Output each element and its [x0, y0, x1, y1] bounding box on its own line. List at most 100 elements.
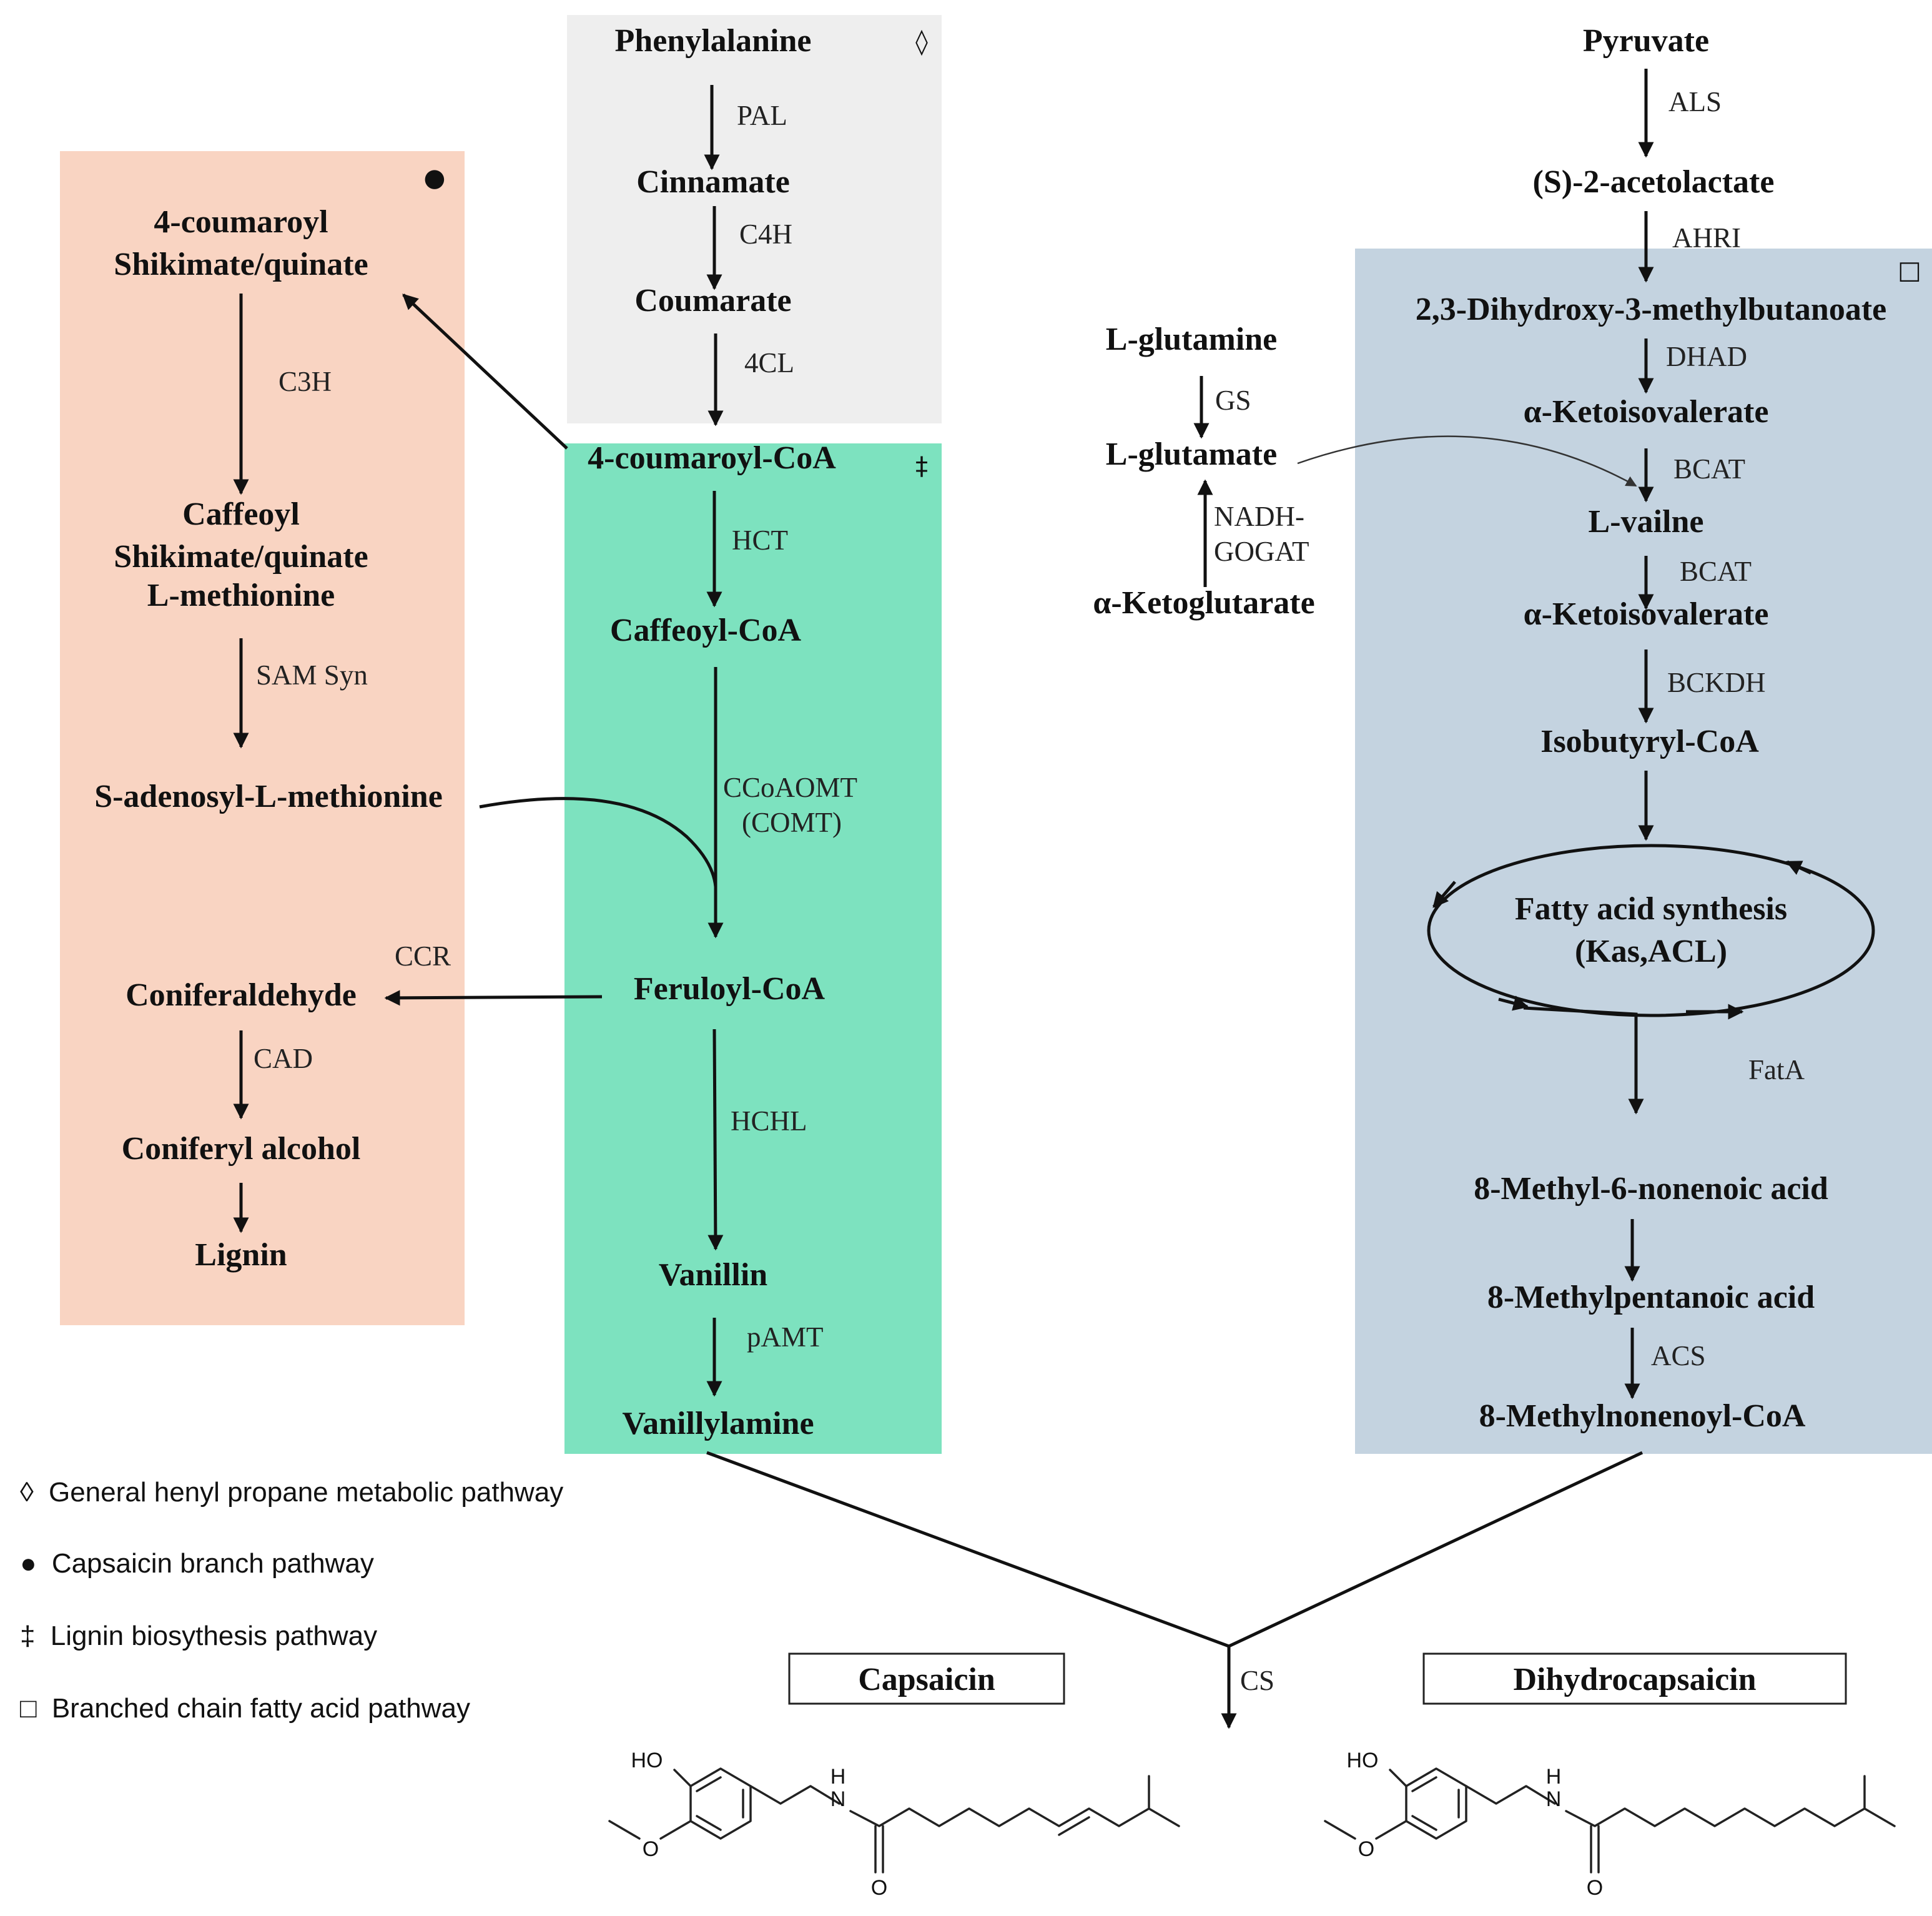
capsaicin-atom-ho: HO [631, 1749, 663, 1772]
capsaicin-methyl-bond [608, 1820, 641, 1840]
dihydrocapsaicin-benzene-ring [1405, 1767, 1467, 1840]
capsaicin-atom-n: N [830, 1787, 846, 1811]
compound-4-coumaroyl-shikimate-line2: Shikimate/quinate [114, 247, 368, 282]
enzyme-ahri: AHRI [1672, 222, 1741, 254]
lignin-pathway-symbol: ‡ [915, 452, 928, 481]
legend-item-lignin: ‡ Lignin biosythesis pathway [20, 1621, 377, 1651]
compound-s-adenosyl-l-methionine: S-adenosyl-L-methionine [94, 779, 443, 814]
dihydrocapsaicin-methyl-bond [1324, 1820, 1356, 1840]
enzyme-sam-syn: SAM Syn [256, 659, 368, 691]
compound-vanillin: Vanillin [659, 1257, 767, 1293]
compound-isobutyryl-coa: Isobutyryl-CoA [1540, 724, 1759, 759]
enzyme-pamt: pAMT [747, 1321, 824, 1353]
capsaicin-hydroxyl-bond [673, 1769, 692, 1787]
product-capsaicin-label: Capsaicin [858, 1662, 995, 1697]
arrow-fas-to-nonenoic-acid [1523, 1006, 1644, 1115]
dihydrocapsaicin-ether-bond [1375, 1820, 1407, 1840]
line-nonenoyl-coa-to-cs [1228, 1451, 1644, 1648]
compound-caffeoyl-shikimate-line1: Caffeoyl [182, 496, 300, 532]
compound-ketoglutarate: α-Ketoglutarate [1093, 585, 1314, 621]
enzyme-hct: HCT [732, 525, 788, 556]
enzyme-gs: GS [1215, 385, 1251, 416]
legend-item-bcfa: □ Branched chain fatty acid pathway [20, 1693, 470, 1724]
dihydrocapsaicin-atom-o-ether: O [1358, 1837, 1374, 1861]
general-pathway-box [567, 15, 942, 423]
compound-l-methionine: L-methionine [147, 578, 335, 613]
fas-cycle-arrowhead-left [1432, 881, 1456, 908]
legend-text-bcfa: Branched chain fatty acid pathway [52, 1693, 470, 1724]
capsaicin-branch-box [60, 151, 465, 1325]
capsaicin-atom-o-ether: O [643, 1837, 659, 1861]
enzyme-ccoaomt: CCoAOMT [723, 772, 857, 803]
fas-cycle-arrowhead-bottom [1498, 995, 1529, 1011]
dihydrocapsaicin-acyl-chain [1565, 1775, 1896, 1827]
enzyme-bcat-2: BCAT [1680, 556, 1752, 587]
dihydrocapsaicin-label-box [1422, 1652, 1847, 1705]
fatty-acid-synthesis-cycle [1427, 844, 1875, 1017]
legend-symbol-general: ◊ [20, 1477, 34, 1508]
capsaicin-structure: HO O H N O [608, 1749, 1180, 1900]
dihydrocapsaicin-structure: HO O H N O [1324, 1749, 1896, 1900]
capsaicin-trans-double-bond [1058, 1816, 1090, 1836]
general-pathway-symbol: ◊ [915, 27, 928, 56]
enzyme-bcat-1: BCAT [1673, 453, 1745, 485]
compound-phenylalanine: Phenylalanine [615, 23, 812, 59]
compound-pyruvate: Pyruvate [1583, 23, 1709, 59]
compound-caffeoyl-coa: Caffeoyl-CoA [610, 613, 802, 648]
compound-methylpentanoic-acid: 8-Methylpentanoic acid [1487, 1280, 1815, 1315]
capsaicin-atom-h: H [830, 1765, 846, 1789]
capsaicin-ring-double-bond-3 [696, 1815, 722, 1831]
compound-feruloyl-coa: Feruloyl-CoA [634, 971, 826, 1007]
dihydrocapsaicin-side-chain [1465, 1785, 1556, 1805]
capsaicin-ether-bond [659, 1820, 692, 1840]
dihydrocapsaicin-ring-double-bond-3 [1411, 1815, 1437, 1831]
enzyme-ccr: CCR [395, 941, 451, 972]
line-vanillylamine-to-cs [706, 1451, 1230, 1648]
compound-coumarate: Coumarate [634, 283, 791, 319]
arrow-feruloyl-coa-coniferaldehyde [384, 990, 603, 1006]
compound-coniferyl-alcohol: Coniferyl alcohol [122, 1131, 361, 1167]
capsaicin-side-chain [749, 1785, 840, 1805]
legend-text-lignin: Lignin biosythesis pathway [51, 1621, 377, 1651]
enzyme-acs: ACS [1651, 1340, 1706, 1371]
enzyme-bckdh: BCKDH [1667, 667, 1766, 698]
arrow-glutamate-to-valine [1297, 435, 1637, 487]
compound-dihydroxy-methylbutanoate: 2,3-Dihydroxy-3-methylbutanoate [1416, 292, 1886, 327]
dihydrocapsaicin-atom-n: N [1546, 1787, 1562, 1811]
enzyme-als: ALS [1668, 86, 1722, 117]
arrow-coumaroyl-coa-to-shikimate [402, 294, 568, 450]
enzyme-cad: CAD [254, 1043, 313, 1074]
bcfa-pathway-box [1355, 249, 1932, 1454]
compound-4-coumaroyl-coa: 4-coumaroyl-CoA [588, 440, 836, 476]
compound-methyl-nonenoic-acid: 8-Methyl-6-nonenoic acid [1474, 1171, 1828, 1207]
enzyme-comt: (COMT) [742, 807, 842, 838]
dihydrocapsaicin-hydroxyl-bond [1389, 1769, 1407, 1787]
arrow-feruloyl-coa-vanillin [707, 1029, 724, 1251]
compound-acetolactate: (S)-2-acetolactate [1533, 164, 1775, 200]
legend-text-capsaicin: Capsaicin branch pathway [52, 1548, 374, 1579]
dihydrocapsaicin-atom-o-carbonyl: O [1587, 1876, 1603, 1900]
capsaicin-label-box [788, 1652, 1065, 1705]
enzyme-nadh-line1: NADH- [1214, 501, 1304, 532]
product-dihydrocapsaicin-label: Dihydrocapsaicin [1513, 1662, 1756, 1697]
enzyme-dhad: DHAD [1666, 341, 1747, 372]
compound-caffeoyl-shikimate-line2: Shikimate/quinate [114, 539, 368, 575]
compound-cinnamate: Cinnamate [636, 164, 790, 200]
capsaicin-benzene-ring [689, 1767, 752, 1840]
legend-item-general: ◊ General henyl propane metabolic pathwa… [20, 1477, 563, 1508]
dihydrocapsaicin-atom-ho: HO [1347, 1749, 1379, 1772]
capsaicin-acyl-chain [849, 1775, 1180, 1827]
enzyme-c3h: C3H [278, 366, 332, 397]
legend-item-capsaicin: ● Capsaicin branch pathway [20, 1548, 374, 1579]
bcfa-pathway-symbol: □ [1898, 256, 1921, 285]
fas-cycle-arrowhead-top [1785, 860, 1812, 875]
enzyme-4cl: 4CL [744, 347, 794, 378]
compound-4-coumaroyl-shikimate-line1: 4-coumaroyl [154, 204, 328, 240]
lignin-pathway-box [564, 443, 942, 1454]
legend: ◊ General henyl propane metabolic pathwa… [20, 1477, 563, 1724]
capsaicin-ring-double-bond-1 [696, 1776, 722, 1792]
fatty-acid-synthesis-line1: Fatty acid synthesis [1515, 891, 1787, 927]
arrow-sam-to-methylation [479, 797, 717, 887]
